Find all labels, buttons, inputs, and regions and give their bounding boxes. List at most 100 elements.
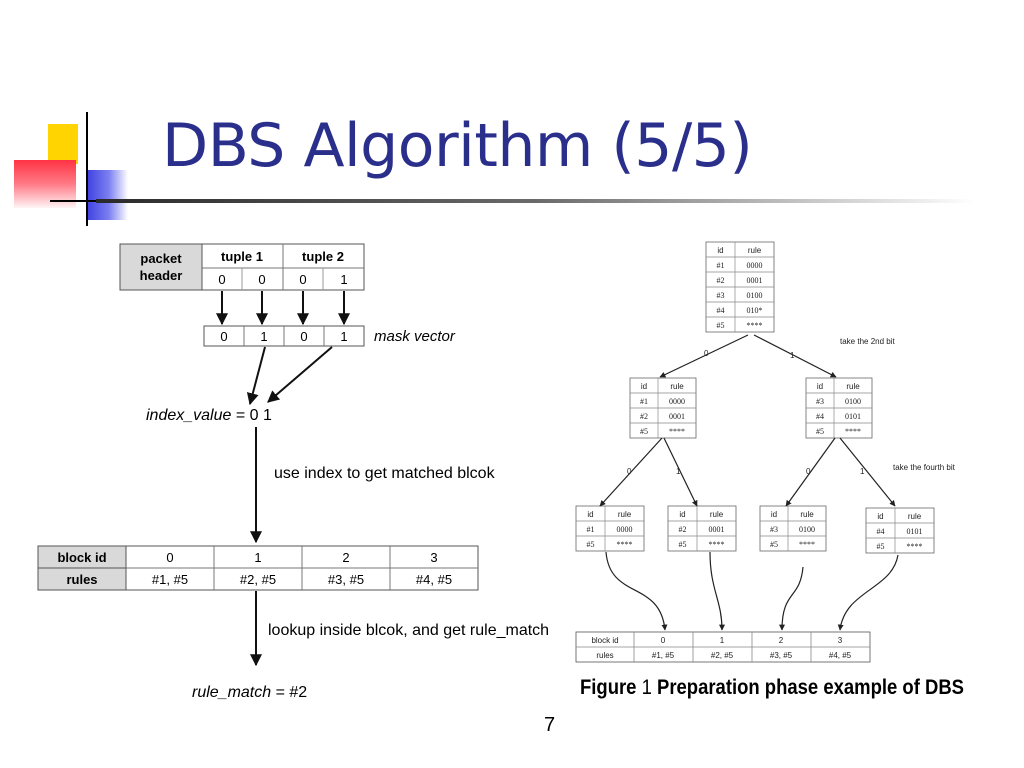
rules-cell: #3, #5	[770, 651, 793, 660]
header-bit: 1	[340, 272, 347, 287]
caption-text: Preparation phase example of DBS	[652, 676, 964, 699]
cell-rule: 0100	[845, 397, 861, 406]
mask-bit: 0	[220, 329, 227, 344]
block-id-label: block id	[591, 636, 618, 645]
cell-rule: 0101	[845, 412, 861, 421]
rules-cell: #4, #5	[829, 651, 852, 660]
col-header-rule: rule	[846, 382, 860, 391]
cell-rule: 010*	[747, 306, 763, 315]
col-header-id: id	[717, 246, 723, 255]
block-id-cell: 3	[430, 550, 437, 565]
block-id-cell: 2	[342, 550, 349, 565]
cell-id: #3	[816, 397, 824, 406]
col-header-id: id	[641, 382, 647, 391]
index-value-label: index_value	[146, 407, 232, 424]
col-header-rule: rule	[908, 512, 922, 521]
cell-rule: 0100	[747, 291, 763, 300]
caption-prefix: Figure	[580, 676, 642, 699]
block-id-cell: 3	[838, 636, 843, 645]
packet-label-line1: packet	[140, 251, 182, 266]
rules-cell: #3, #5	[328, 572, 364, 587]
cell-rule: 0001	[747, 276, 763, 285]
tree-edges	[599, 334, 899, 631]
packet-header-table: packet header tuple 1 tuple 2 0 0 0 1	[119, 243, 365, 291]
block-id-cell: 2	[779, 636, 784, 645]
cell-id: #1	[640, 397, 648, 406]
col-header-id: id	[771, 510, 777, 519]
cell-rule: ****	[617, 540, 633, 549]
col-header-id: id	[877, 512, 883, 521]
block-id-cell: 1	[720, 636, 725, 645]
edge-label-0: 0	[704, 349, 709, 358]
cell-id: #2	[640, 412, 648, 421]
cell-rule: ****	[799, 540, 815, 549]
use-index-text: use index to get matched blcok	[274, 465, 496, 482]
cell-rule: 0001	[709, 525, 725, 534]
cell-id: #5	[587, 540, 595, 549]
tree-node-leaf-1: id rule #1 0000 #5 ****	[575, 505, 645, 552]
cell-id: #5	[717, 321, 725, 330]
cell-rule: 0100	[799, 525, 815, 534]
col-header-rule: rule	[618, 510, 632, 519]
rule-match-label: rule_match	[192, 684, 271, 701]
cell-id: #4	[877, 527, 885, 536]
rules-cell: #1, #5	[152, 572, 188, 587]
rules-cell: #1, #5	[652, 651, 675, 660]
cell-rule: 0101	[907, 527, 923, 536]
packet-label-line2: header	[140, 268, 183, 283]
cell-id: #5	[679, 540, 687, 549]
title-underline	[96, 199, 976, 203]
index-value: index_value = 0 1	[146, 407, 272, 424]
cell-id: #5	[770, 540, 778, 549]
logo-yellow-square	[48, 124, 78, 164]
cell-rule: ****	[669, 427, 685, 436]
rule-match-value: = #2	[271, 684, 307, 701]
header-to-mask-arrows	[216, 291, 350, 326]
edge-label-0: 0	[627, 467, 632, 476]
take-2nd-bit-label: take the 2nd bit	[840, 337, 895, 346]
cell-id: #5	[640, 427, 648, 436]
page-title: DBS Algorithm (5/5)	[162, 111, 753, 181]
rules-label: rules	[596, 651, 613, 660]
logo-vertical-line	[86, 112, 88, 226]
edge-label-1: 1	[790, 351, 795, 360]
mask-bit: 1	[340, 329, 347, 344]
cell-id: #1	[717, 261, 725, 270]
block-id-cell: 1	[254, 550, 261, 565]
figure-caption: Figure 1 Preparation phase example of DB…	[580, 676, 964, 699]
mask-bit: 0	[300, 329, 307, 344]
header-bit: 0	[299, 272, 306, 287]
cell-rule: 0001	[669, 412, 685, 421]
header-bit: 0	[218, 272, 225, 287]
col-header-id: id	[679, 510, 685, 519]
cell-rule: ****	[709, 540, 725, 549]
cell-id: #1	[587, 525, 595, 534]
mask-bit: 1	[260, 329, 267, 344]
mask-vector-table: 0 1 0 1 mask vector	[203, 325, 456, 347]
block-id-cell: 0	[661, 636, 666, 645]
edge-label-0: 0	[806, 467, 811, 476]
edge-label-1: 1	[860, 467, 865, 476]
cell-rule: 0000	[747, 261, 763, 270]
lookup-text: lookup inside blcok, and get rule_match	[268, 622, 549, 639]
cell-rule: ****	[747, 321, 763, 330]
cell-id: #2	[717, 276, 725, 285]
tuple2-label: tuple 2	[302, 249, 344, 264]
cell-id: #3	[770, 525, 778, 534]
col-header-rule: rule	[670, 382, 684, 391]
cell-rule: ****	[907, 542, 923, 551]
rules-cell: #2, #5	[240, 572, 276, 587]
col-header-id: id	[587, 510, 593, 519]
cell-rule: 0000	[617, 525, 633, 534]
mask-vector-label: mask vector	[374, 328, 456, 345]
cell-id: #4	[717, 306, 725, 315]
edge-label-1: 1	[676, 467, 681, 476]
rules-cell: #2, #5	[711, 651, 734, 660]
